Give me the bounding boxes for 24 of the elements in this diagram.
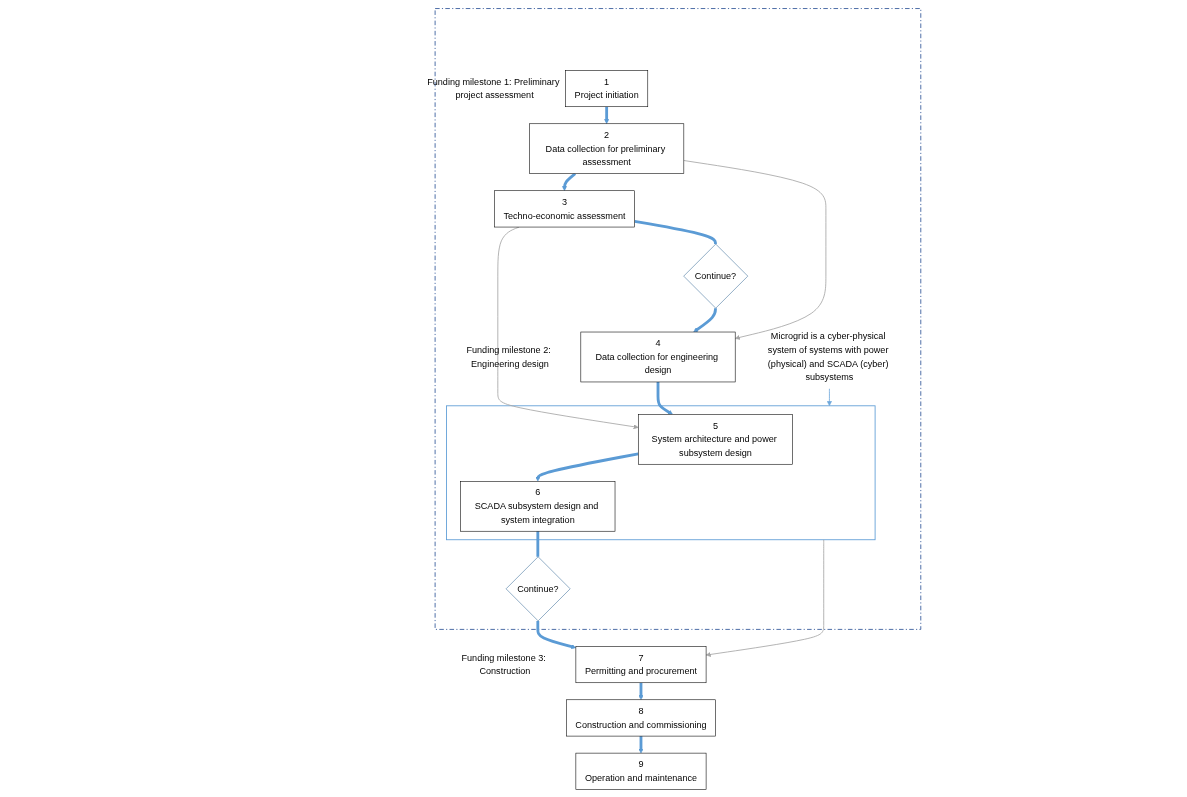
arrow (603, 106, 609, 124)
arrow (535, 451, 639, 481)
node-box: 4 Data collection for engineering design (580, 331, 736, 382)
arrow (536, 620, 576, 649)
node-box: 5 System architecture and power subsystem design (637, 413, 793, 465)
node-box: 3 Techno-economic assessment (493, 189, 635, 227)
node-box: 8 Construction and commissioning (565, 699, 716, 736)
arrow (693, 307, 717, 332)
node-diamond: Continue? (505, 556, 571, 621)
arrow (656, 381, 673, 415)
node-box: 2 Data collection for preliminary assessment (529, 122, 684, 174)
node-diamond: Continue? (683, 243, 748, 308)
connector (634, 219, 717, 244)
node-text: Microgrid is a cyber-physical system of systems with power (physical) and SCADA (cyber) subsystems (767, 330, 889, 382)
node-label: Funding milestone 3: Construction (461, 652, 546, 676)
cluster (445, 404, 876, 540)
node-box: 7 Permitting and procurement (575, 645, 707, 683)
node-box: 9 Operation and maintenance (575, 752, 707, 790)
connector (536, 530, 540, 557)
node-label: Funding milestone 1: Preliminary project assessment (427, 76, 560, 100)
node-box: 6 SCADA subsystem design and system integration (460, 480, 616, 531)
node-box: 1 Project initiation (565, 69, 648, 107)
arrow (561, 172, 576, 191)
node-label: Funding milestone 2: Engineering design (466, 344, 551, 368)
